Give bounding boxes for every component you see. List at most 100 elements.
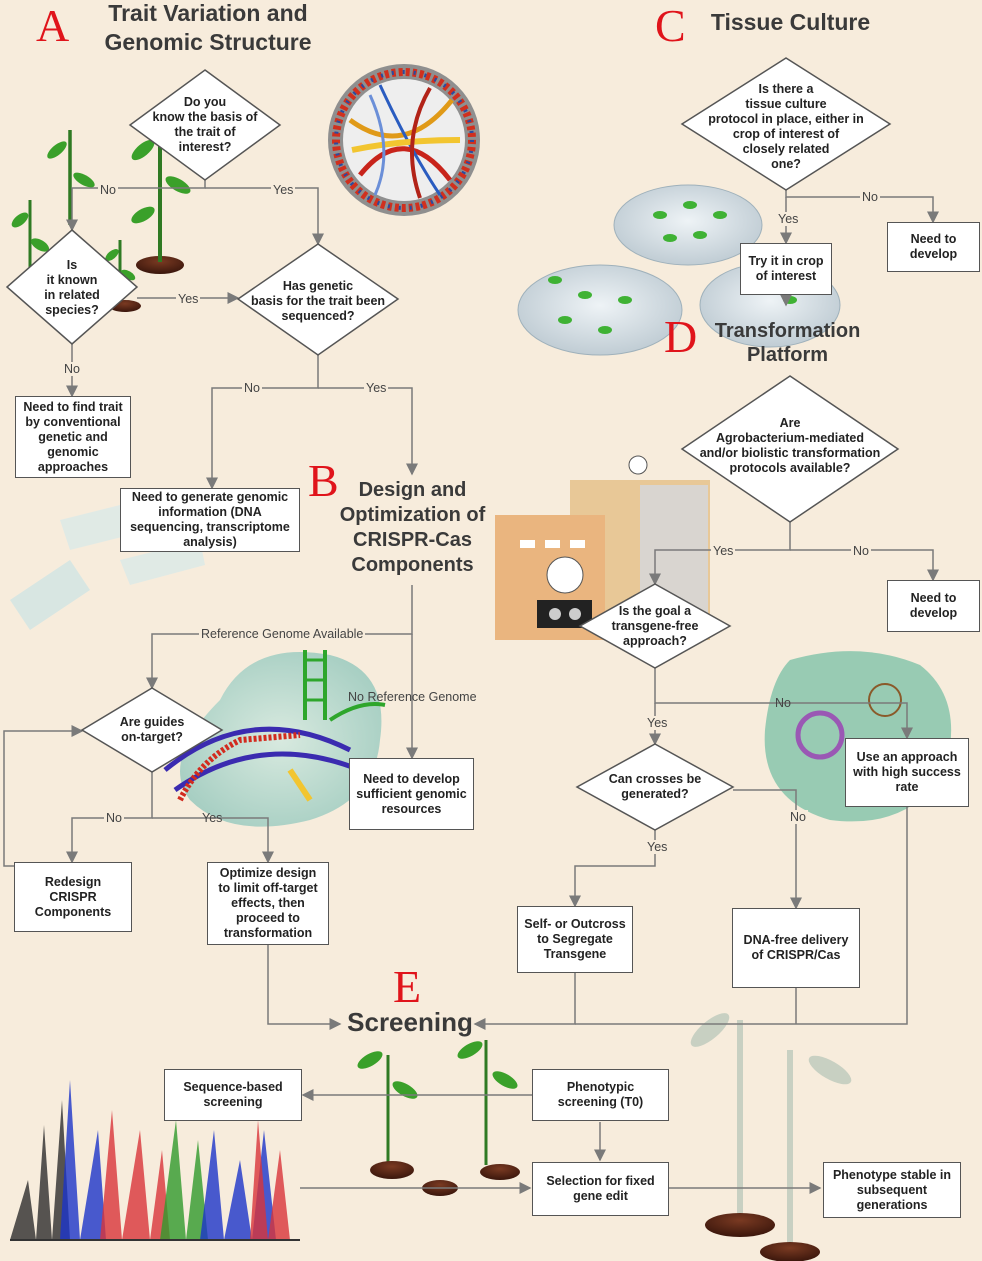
box-generate-genomic: Need to generate genomic information (DN… (120, 488, 300, 552)
decision-guides-on-target: Are guides on-target? (102, 713, 202, 747)
box-redesign-crispr: Redesign CRISPR Components (14, 862, 132, 932)
diamond-guides-on-target (80, 687, 224, 773)
edge-label-yes-crosses: Yes (645, 840, 670, 854)
box-develop-resources: Need to develop sufficient genomic resou… (349, 758, 474, 830)
transgene-line3: approach? (623, 633, 687, 648)
box-dna-free: DNA-free delivery of CRISPR/Cas (732, 908, 860, 988)
know-basis-line4: interest? (178, 140, 232, 154)
title-b: Design and Optimization of CRISPR-Cas Co… (330, 478, 495, 578)
box-sequence-screening: Sequence-based screening (164, 1069, 302, 1121)
tissue-line6: one? (771, 157, 801, 171)
edge-label-no-reference: No Reference Genome (348, 690, 477, 704)
decision-shapes (5, 57, 900, 831)
box-need-develop-transformation: Need to develop (887, 580, 980, 632)
title-a-line2: Genomic Structure (104, 29, 312, 55)
title-d: Transformation Platform (700, 319, 875, 367)
tissue-line1: Is there a (758, 82, 814, 96)
decision-transgene-free: Is the goal a transgene-free approach? (595, 602, 715, 650)
section-letter-a: A (36, 0, 70, 51)
know-basis-line2: know the basis of (152, 110, 258, 124)
title-a-line1: Trait Variation and (108, 0, 308, 26)
box-high-success: Use an approach with high success rate (845, 738, 969, 807)
title-a: Trait Variation and Genomic Structure (88, 1, 328, 55)
box-phenotypic-screening: Phenotypic screening (T0) (532, 1069, 669, 1121)
diamond-tissue-protocol (680, 57, 892, 191)
edge-label-no-crosses: No (788, 810, 808, 824)
diamond-sequenced (236, 243, 400, 356)
circos-plot-illustration (328, 64, 480, 216)
transgene-line2: transgene-free (611, 618, 699, 633)
edge-label-yes-sequenced: Yes (364, 381, 389, 395)
box-optimize-design: Optimize design to limit off-target effe… (207, 862, 329, 945)
title-b-line2: Optimization of (339, 504, 486, 526)
edge-label-yes-transgene: Yes (645, 716, 670, 730)
title-b-line4: Components (351, 554, 474, 576)
diamond-transgene-free (578, 583, 732, 669)
title-e: Screening (347, 1007, 473, 1037)
box-find-trait: Need to find trait by conventional genet… (15, 396, 131, 478)
edge-label-yes-known-related: Yes (176, 292, 201, 306)
edge-label-yes-agro: Yes (711, 544, 736, 558)
known-related-line3: in related (44, 288, 100, 302)
section-letter-c: C (655, 0, 686, 51)
agro-line2: Agrobacterium-mediated (716, 431, 864, 445)
sequenced-line1: Has genetic (282, 278, 354, 293)
edge-label-no-agro: No (851, 544, 871, 558)
title-b-line3: CRISPR-Cas (353, 529, 472, 551)
edge-label-no-know-basis: No (98, 183, 118, 197)
crosses-line2: generated? (621, 787, 689, 801)
title-d-line2: Platform (746, 344, 829, 366)
title-d-line1: Transformation (714, 320, 861, 342)
known-related-line1: Is (66, 258, 78, 272)
edge-label-yes-guides: Yes (202, 811, 223, 825)
diamond-known-related (5, 229, 139, 345)
edge-label-no-sequenced: No (242, 381, 262, 395)
edge-label-no-tissue: No (860, 190, 880, 204)
sequencing-chromatogram-illustration (10, 1080, 300, 1241)
box-selection-fixed: Selection for fixed gene edit (532, 1162, 669, 1216)
decision-know-basis: Do you know the basis of the trait of in… (145, 92, 265, 158)
guides-line2: on-target? (121, 730, 183, 744)
crosses-line1: Can crosses be (608, 772, 702, 786)
crispr-cas-illustration (163, 650, 386, 827)
tissue-line2: tissue culture (745, 97, 827, 111)
box-try-crop: Try it in crop of interest (740, 243, 832, 295)
tissue-line5: closely related (742, 142, 830, 156)
diamond-know-basis (128, 69, 282, 181)
decision-tissue-protocol: Is there a tissue culture protocol in pl… (690, 80, 882, 174)
screening-plants-illustration (357, 1013, 852, 1261)
diamond-crosses (575, 743, 735, 831)
agro-line4: protocols available? (729, 461, 851, 475)
title-c: Tissue Culture (710, 9, 871, 35)
decision-sequenced: Has genetic basis for the trait been seq… (243, 277, 393, 325)
edge-label-no-transgene: No (775, 696, 791, 710)
decision-agro-protocols: Are Agrobacterium-mediated and/or biolis… (685, 413, 895, 479)
box-self-outcross: Self- or Outcross to Segregate Transgene (517, 906, 633, 973)
edge-label-reference-available: Reference Genome Available (199, 627, 366, 641)
tissue-line3: protocol in place, either in (708, 112, 864, 126)
decision-crosses: Can crosses be generated? (595, 771, 715, 803)
section-letter-e: E (393, 961, 422, 1012)
edge-label-yes-tissue: Yes (776, 212, 801, 226)
guides-line1: Are guides (119, 715, 185, 729)
agro-line3: and/or biolistic transformation (699, 446, 881, 460)
box-phenotype-stable: Phenotype stable in subsequent generatio… (823, 1162, 961, 1218)
section-letter-d: D (664, 311, 698, 362)
sequenced-line3: sequenced? (281, 308, 355, 323)
know-basis-line3: the trait of (174, 125, 236, 139)
known-related-line4: species? (45, 303, 99, 317)
edge-label-no-guides: No (104, 811, 124, 825)
tissue-line4: crop of interest of (732, 127, 840, 141)
sequenced-line2: basis for the trait been (250, 293, 386, 308)
transgene-line1: Is the goal a (618, 603, 692, 618)
title-b-line1: Design and (358, 479, 467, 501)
box-need-develop-tissue: Need to develop (887, 222, 980, 272)
edge-label-yes-know-basis: Yes (271, 183, 296, 197)
know-basis-line1: Do you (183, 95, 227, 109)
section-letter-b: B (308, 455, 339, 506)
decision-known-related: Is it known in related species? (22, 257, 122, 319)
agro-line1: Are (779, 416, 801, 430)
edge-label-no-known-related: No (62, 362, 82, 376)
